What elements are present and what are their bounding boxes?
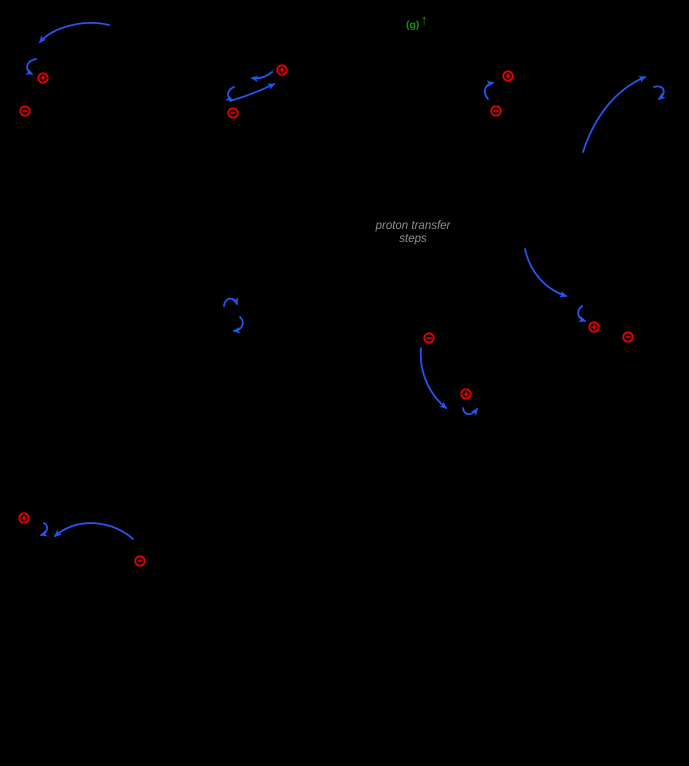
electron-hook-topright	[653, 85, 666, 100]
electron-arrow-center-bottom	[419, 347, 448, 409]
plus-charge-icon	[588, 321, 600, 333]
electron-hook-step2	[225, 86, 235, 101]
electron-arrow-topleft-long	[39, 22, 110, 44]
minus-charge-icon	[19, 105, 31, 117]
minus-charge-icon	[622, 331, 634, 343]
electron-hook-step3	[483, 80, 495, 100]
minus-charge-icon	[134, 555, 146, 567]
electron-hook-center-bottom	[462, 407, 478, 416]
gas-up-arrow-icon: ↑	[420, 12, 428, 29]
electron-hook-topleft	[25, 58, 37, 75]
plus-charge-icon	[460, 388, 472, 400]
electron-hook-bottomleft	[39, 522, 48, 537]
gas-label-text: (g)	[406, 19, 420, 31]
plus-charge-icon	[37, 72, 49, 84]
electron-arrow-topright-long	[582, 76, 647, 153]
minus-charge-icon	[423, 332, 435, 344]
minus-charge-icon	[227, 107, 239, 119]
caption-line-1: proton transfer	[375, 220, 451, 232]
minus-charge-icon	[490, 105, 502, 117]
electron-arrow-step2-long	[229, 83, 276, 102]
proton-transfer-caption: proton transfer steps	[332, 220, 494, 246]
plus-charge-icon	[276, 64, 288, 76]
gas-evolution-label: (g) ↑	[406, 13, 428, 31]
electron-hook-center-lower	[232, 316, 244, 334]
electron-hook-right-middle	[577, 305, 587, 322]
electron-arrow-right-middle	[524, 248, 568, 298]
electron-arrow-bottomleft-long	[53, 522, 134, 540]
plus-charge-icon	[18, 512, 30, 524]
electron-arrow-step2-short	[250, 71, 273, 83]
electron-hook-center-upper	[223, 297, 238, 307]
caption-line-2: steps	[399, 233, 427, 245]
plus-charge-icon	[502, 70, 514, 82]
